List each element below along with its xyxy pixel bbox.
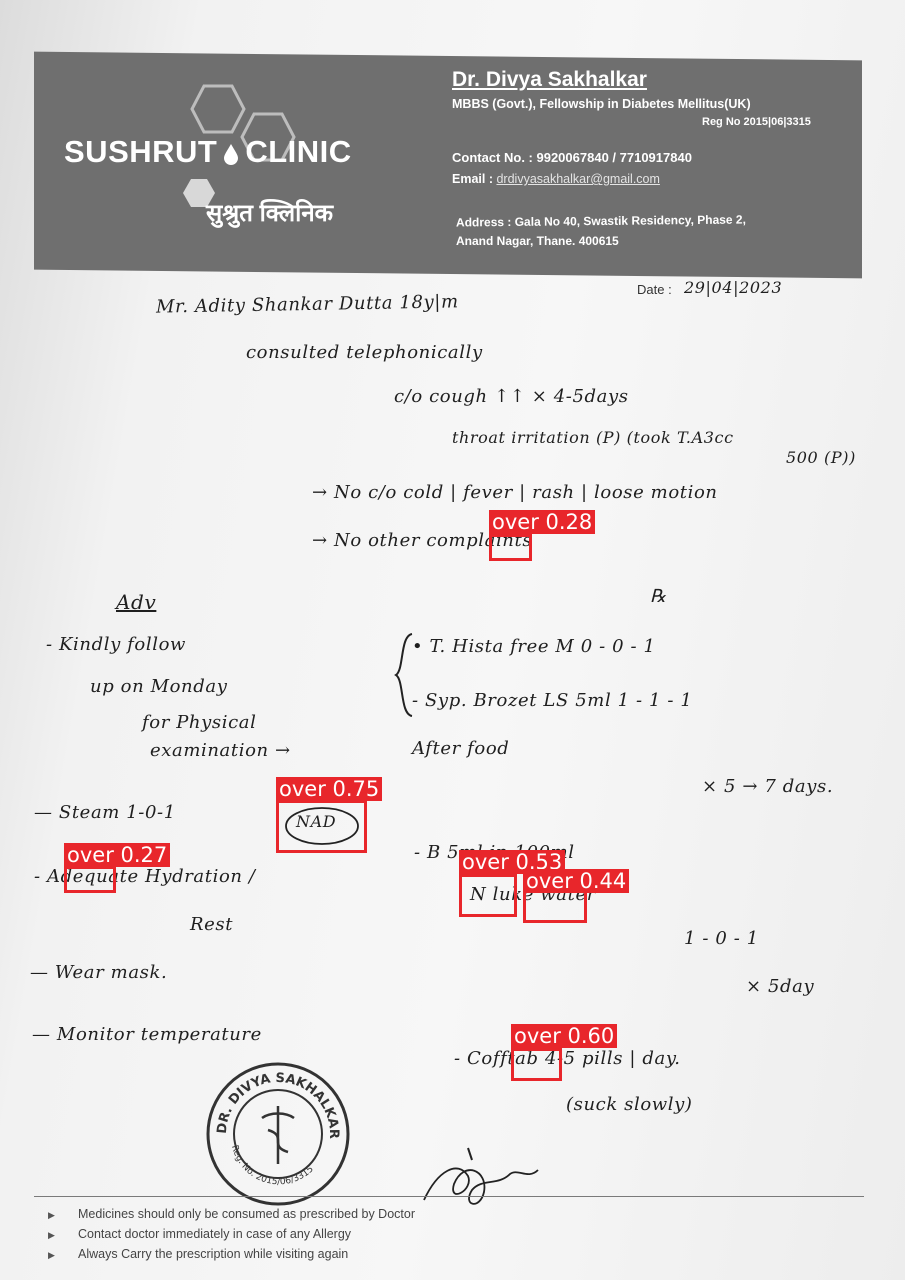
svg-text:Reg. No. 2015/06/3315: Reg. No. 2015/06/3315: [229, 1144, 316, 1187]
advice-followup-2: up on Monday: [90, 676, 228, 697]
contact-number: Contact No. : 9920067840 / 7710917840: [452, 150, 692, 165]
email-line: Email : drdivyasakhalkar@gmail.com: [452, 172, 660, 186]
advice-temperature: — Monitor temperature: [32, 1024, 262, 1045]
email-address: drdivyasakhalkar@gmail.com: [496, 172, 660, 186]
advice-mask: — Wear mask.: [30, 962, 168, 983]
hexagon-logo-top: [190, 84, 246, 134]
rx-cofftab-2: (suck slowly): [566, 1094, 693, 1115]
rx-hista-free: • T. Hista free M 0 - 0 - 1: [412, 636, 656, 657]
footer-divider: [34, 1196, 864, 1197]
advice-followup-1: - Kindly follow: [46, 634, 187, 655]
rx-cofftab: - Cofftab 4-5 pills | day.: [454, 1048, 681, 1069]
detection-box: [489, 534, 532, 561]
rx-duration-2: × 5day: [746, 976, 815, 997]
negative-history-2: → No other complaints: [312, 530, 533, 551]
caduceus-icon: [261, 1106, 295, 1164]
hexagon-logo-right: [240, 112, 296, 162]
rx-gargle-dose: 1 - 0 - 1: [684, 928, 759, 949]
advice-followup-3: for Physical: [142, 712, 257, 733]
bullet-arrow-icon: ▶: [48, 1210, 55, 1220]
footer-note-3: ▶Always Carry the prescription while vis…: [48, 1247, 349, 1261]
date-value: 29|04|2023: [684, 278, 783, 297]
doctor-qualification: MBBS (Govt.), Fellowship in Diabetes Mel…: [452, 97, 751, 111]
nad-text: NAD: [296, 812, 337, 831]
consult-line: consulted telephonically: [246, 342, 483, 363]
detection-label: over 0.60: [511, 1024, 618, 1048]
nad-circle-icon: [285, 807, 359, 845]
complaint-throat: throat irritation (P) (took T.A3cc: [452, 428, 734, 447]
doctor-signature: [423, 1147, 539, 1205]
clinic-name-local: सुश्रुत क्लिनिक: [206, 200, 334, 227]
hexagon-logo-small: [182, 178, 216, 208]
stamp-bottom-text: Reg. No. 2015/06/3315: [229, 1144, 316, 1187]
detection-box: [511, 1048, 562, 1081]
detection-box: [276, 800, 367, 853]
patient-line: Mr. Adity Shankar Dutta 18y|m: [155, 291, 459, 318]
date-label: Date :: [637, 282, 672, 297]
rx-symbol: ℞: [650, 586, 667, 607]
advice-heading: Adv: [116, 590, 157, 614]
footer-note-1: ▶Medicines should only be consumed as pr…: [48, 1207, 415, 1221]
bullet-arrow-icon: ▶: [48, 1250, 55, 1260]
drop-icon: [224, 143, 239, 165]
rx-duration-1: × 5 → 7 days.: [702, 776, 834, 797]
advice-hydration: - Adequate Hydration /: [34, 866, 256, 887]
address-line-2: Anand Nagar, Thane. 400615: [456, 234, 619, 248]
doctor-reg-no: Reg No 2015|06|3315: [702, 116, 811, 128]
detection-label: over 0.28: [489, 510, 596, 534]
detection-label: over 0.75: [276, 777, 383, 801]
rx-brozet: - Syp. Brozet LS 5ml 1 - 1 - 1: [412, 690, 693, 711]
doctor-stamp: DR. DIVYA SAKHALKAR Reg. No. 2015/06/331…: [206, 1062, 350, 1206]
complaint-throat-2: 500 (P)): [786, 448, 856, 467]
footer-note-2: ▶Contact doctor immediately in case of a…: [48, 1227, 352, 1241]
negative-history-1: → No c/o cold | fever | rash | loose mot…: [312, 482, 718, 503]
detection-box: [64, 866, 116, 893]
detection-label: over 0.44: [523, 869, 630, 893]
bullet-arrow-icon: ▶: [48, 1230, 55, 1240]
complaint-cough: c/o cough ↑↑ × 4-5days: [394, 386, 629, 407]
advice-rest: Rest: [190, 914, 234, 935]
rx-brace-icon: [394, 633, 413, 717]
rx-after-food: After food: [412, 738, 510, 759]
detection-box: [459, 874, 517, 917]
advice-followup-4: examination →: [150, 740, 291, 761]
detection-box: [523, 890, 587, 923]
detection-label: over 0.27: [64, 843, 171, 867]
advice-steam: — Steam 1-0-1: [34, 802, 176, 823]
doctor-name: Dr. Divya Sakhalkar: [452, 68, 647, 91]
